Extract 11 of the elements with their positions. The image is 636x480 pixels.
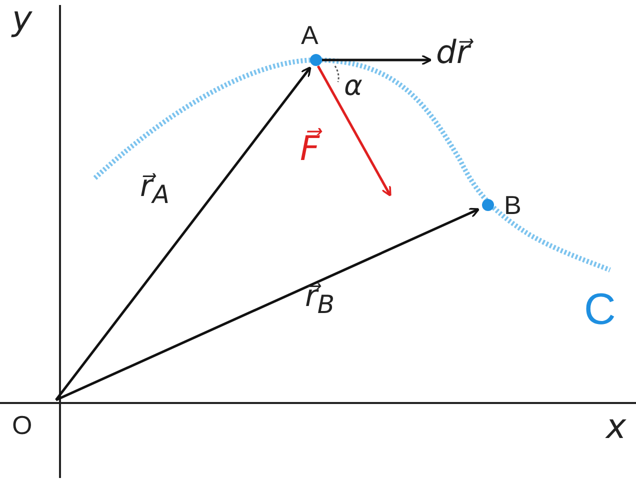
point-label: B [504, 192, 522, 218]
point-label: A [301, 22, 318, 48]
axis-label: y [12, 2, 32, 36]
edge-label: r⃗$_{A}$ [140, 172, 170, 207]
point-label: O [12, 412, 32, 438]
edge-label: r⃗$_{B}$ [305, 282, 334, 317]
vector-arrow [55, 66, 312, 401]
vector-arrow [55, 208, 480, 402]
axis-label: x [606, 410, 626, 444]
curve-label: C [584, 288, 616, 332]
angle-label: α [344, 72, 362, 100]
